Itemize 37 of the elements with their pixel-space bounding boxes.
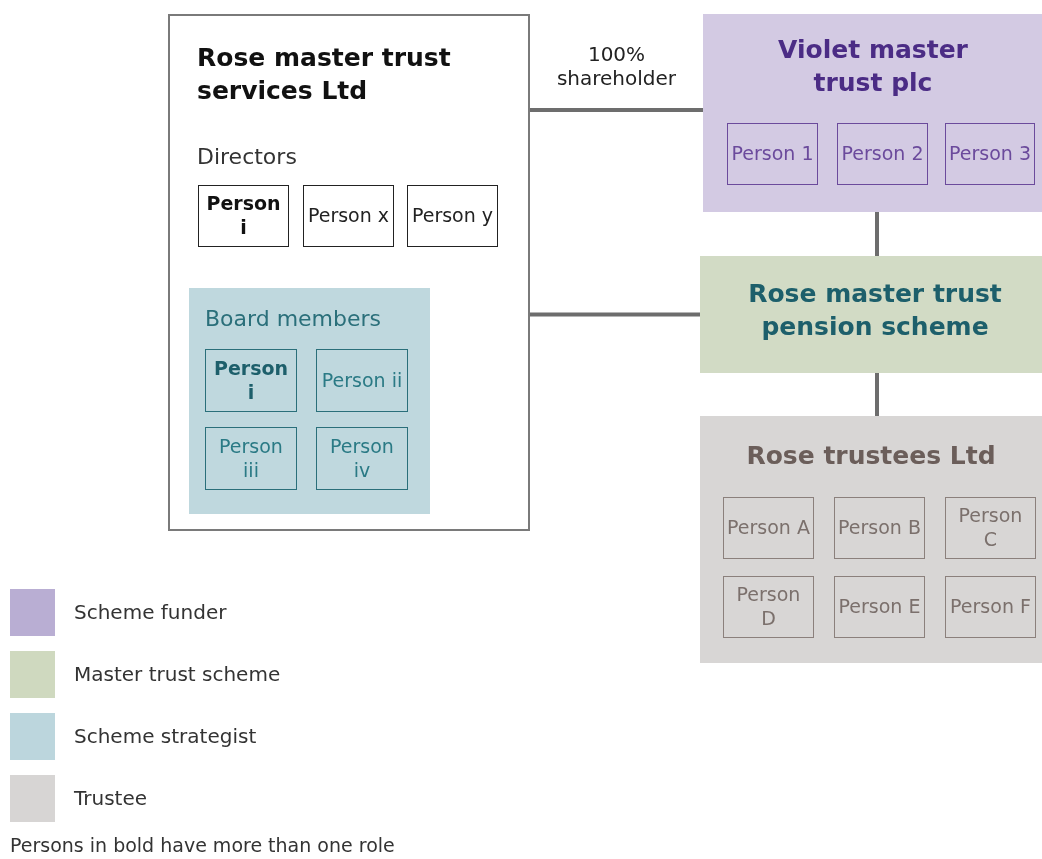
entity-title: Rose master trust pension scheme xyxy=(747,278,1003,343)
group-heading: Directors xyxy=(197,144,297,169)
connector-line xyxy=(875,212,879,256)
person-box: Person B xyxy=(834,497,925,559)
company-box xyxy=(168,14,530,531)
person-box: Person i xyxy=(198,185,289,247)
entity-title: Violet master trust plc xyxy=(777,34,969,99)
person-box: Person 1 xyxy=(727,123,818,185)
person-box: Person i xyxy=(205,349,297,412)
company-title: Rose master trust services Ltd xyxy=(197,42,452,107)
person-box: Person ii xyxy=(316,349,408,412)
entity-title: Rose trustees Ltd xyxy=(745,440,997,472)
board-panel xyxy=(189,288,430,514)
person-box: Person 2 xyxy=(837,123,928,185)
footnote: Persons in bold have more than one role xyxy=(10,834,395,856)
person-box: Person C xyxy=(945,497,1036,559)
legend-label: Trustee xyxy=(74,786,148,810)
person-box: Person iii xyxy=(205,427,297,490)
connector-line xyxy=(530,312,700,317)
funder-box xyxy=(703,14,1042,212)
connector-line xyxy=(530,108,703,112)
person-box: Person A xyxy=(723,497,814,559)
person-box: Person 3 xyxy=(945,123,1035,185)
person-box: Person iv xyxy=(316,427,408,490)
group-heading: Board members xyxy=(205,306,382,331)
legend-label: Master trust scheme xyxy=(74,662,281,686)
person-box: Person F xyxy=(945,576,1036,638)
legend-label: Scheme strategist xyxy=(74,724,257,748)
person-box: Person y xyxy=(407,185,498,247)
scheme-box xyxy=(700,256,1042,373)
person-box: Person E xyxy=(834,576,925,638)
person-box: Person D xyxy=(723,576,814,638)
connector-line xyxy=(875,373,879,416)
edge-label: 100% shareholder xyxy=(555,42,678,90)
person-box: Person x xyxy=(303,185,394,247)
legend-label: Scheme funder xyxy=(74,600,227,624)
trustee-box xyxy=(700,416,1042,663)
